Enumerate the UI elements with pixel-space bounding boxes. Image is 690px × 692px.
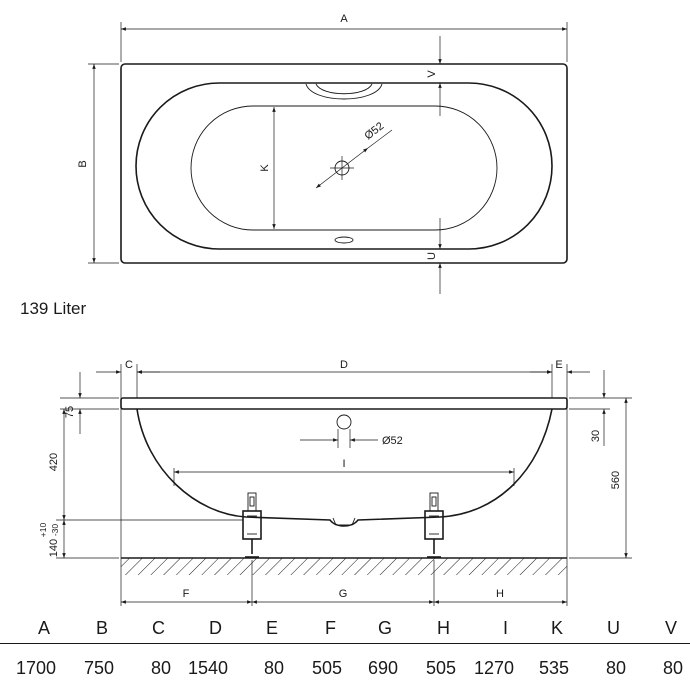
dim-depth-label: 420	[48, 453, 60, 471]
drain-leader	[315, 147, 369, 189]
side-view: Ø52	[38, 359, 632, 606]
top-view: Ø52 A B K V U	[77, 13, 568, 294]
waste-outlet	[332, 517, 356, 526]
drain-diameter-label: Ø52	[362, 120, 386, 142]
dim-i-label: I	[342, 458, 345, 470]
spec-divider	[0, 643, 690, 644]
overflow-diameter-label: Ø52	[382, 435, 403, 447]
dim-g-label: G	[339, 588, 348, 600]
overflow-cap	[315, 83, 373, 95]
foot-right	[424, 492, 444, 558]
spec-header: B	[95, 618, 108, 638]
dim-leg-tol-plus: +10	[38, 523, 48, 538]
dim-height-label: 560	[610, 471, 622, 489]
floor-hatch	[121, 558, 567, 575]
tub-body	[136, 408, 553, 527]
spec-value: 535	[538, 658, 569, 678]
spec-value: 505	[425, 658, 456, 678]
spec-table: A B C D E F G H I K U V 1700 750 80 1540…	[0, 613, 690, 692]
spec-header: C	[152, 618, 165, 638]
dim-k-label: K	[259, 164, 271, 172]
spec-header: A	[37, 618, 50, 638]
spec-value: 505	[311, 658, 342, 678]
spec-value: 1270	[473, 658, 514, 678]
overflow-circle	[336, 414, 352, 430]
spec-header: D	[209, 618, 222, 638]
dim-e-label: E	[555, 359, 562, 371]
spec-value: 80	[662, 658, 683, 678]
dim-u-label: U	[426, 252, 438, 260]
foot-left	[242, 492, 262, 558]
capacity-label: 139 Liter	[20, 299, 87, 318]
drain-marker	[334, 236, 354, 244]
dim-rim-label: 75	[64, 406, 76, 418]
spec-value: 690	[367, 658, 398, 678]
tub-outline	[120, 63, 568, 264]
dim-d-label: D	[340, 359, 348, 371]
spec-header: K	[550, 618, 563, 638]
spec-header: V	[664, 618, 677, 638]
dim-f-label: F	[183, 588, 190, 600]
spec-header: I	[502, 618, 508, 638]
tub-basin	[190, 105, 498, 231]
spec-header-row: A B C D E F G H I K U V	[0, 613, 690, 643]
spec-value-row: 1700 750 80 1540 80 505 690 505 1270 535…	[0, 644, 690, 692]
spec-header: F	[325, 618, 336, 638]
spec-value: 1700	[15, 658, 56, 678]
technical-drawing: Ø52 A B K V U Ø52	[38, 13, 632, 606]
dim-v-label: V	[426, 70, 438, 78]
dim-h-label: H	[496, 588, 504, 600]
spec-value: 80	[605, 658, 626, 678]
spec-value: 80	[263, 658, 284, 678]
spec-value: 750	[83, 658, 114, 678]
spec-value: 80	[150, 658, 171, 678]
dim-b-label: B	[77, 160, 89, 167]
spec-value: 1540	[187, 658, 228, 678]
dim-c-label: C	[125, 359, 133, 371]
spec-header: E	[265, 618, 278, 638]
overflow-recess	[305, 83, 383, 100]
dim-leg-label: 140	[48, 539, 60, 557]
spec-header: U	[607, 618, 620, 638]
dim-leg-tol-minus: -30	[50, 524, 60, 537]
spec-header: G	[377, 618, 392, 638]
dim-offset-label: 30	[590, 430, 602, 442]
tub-inner-rim	[135, 82, 553, 250]
dim-a-label: A	[340, 13, 348, 25]
tub-rim	[120, 397, 568, 410]
spec-header: H	[437, 618, 450, 638]
